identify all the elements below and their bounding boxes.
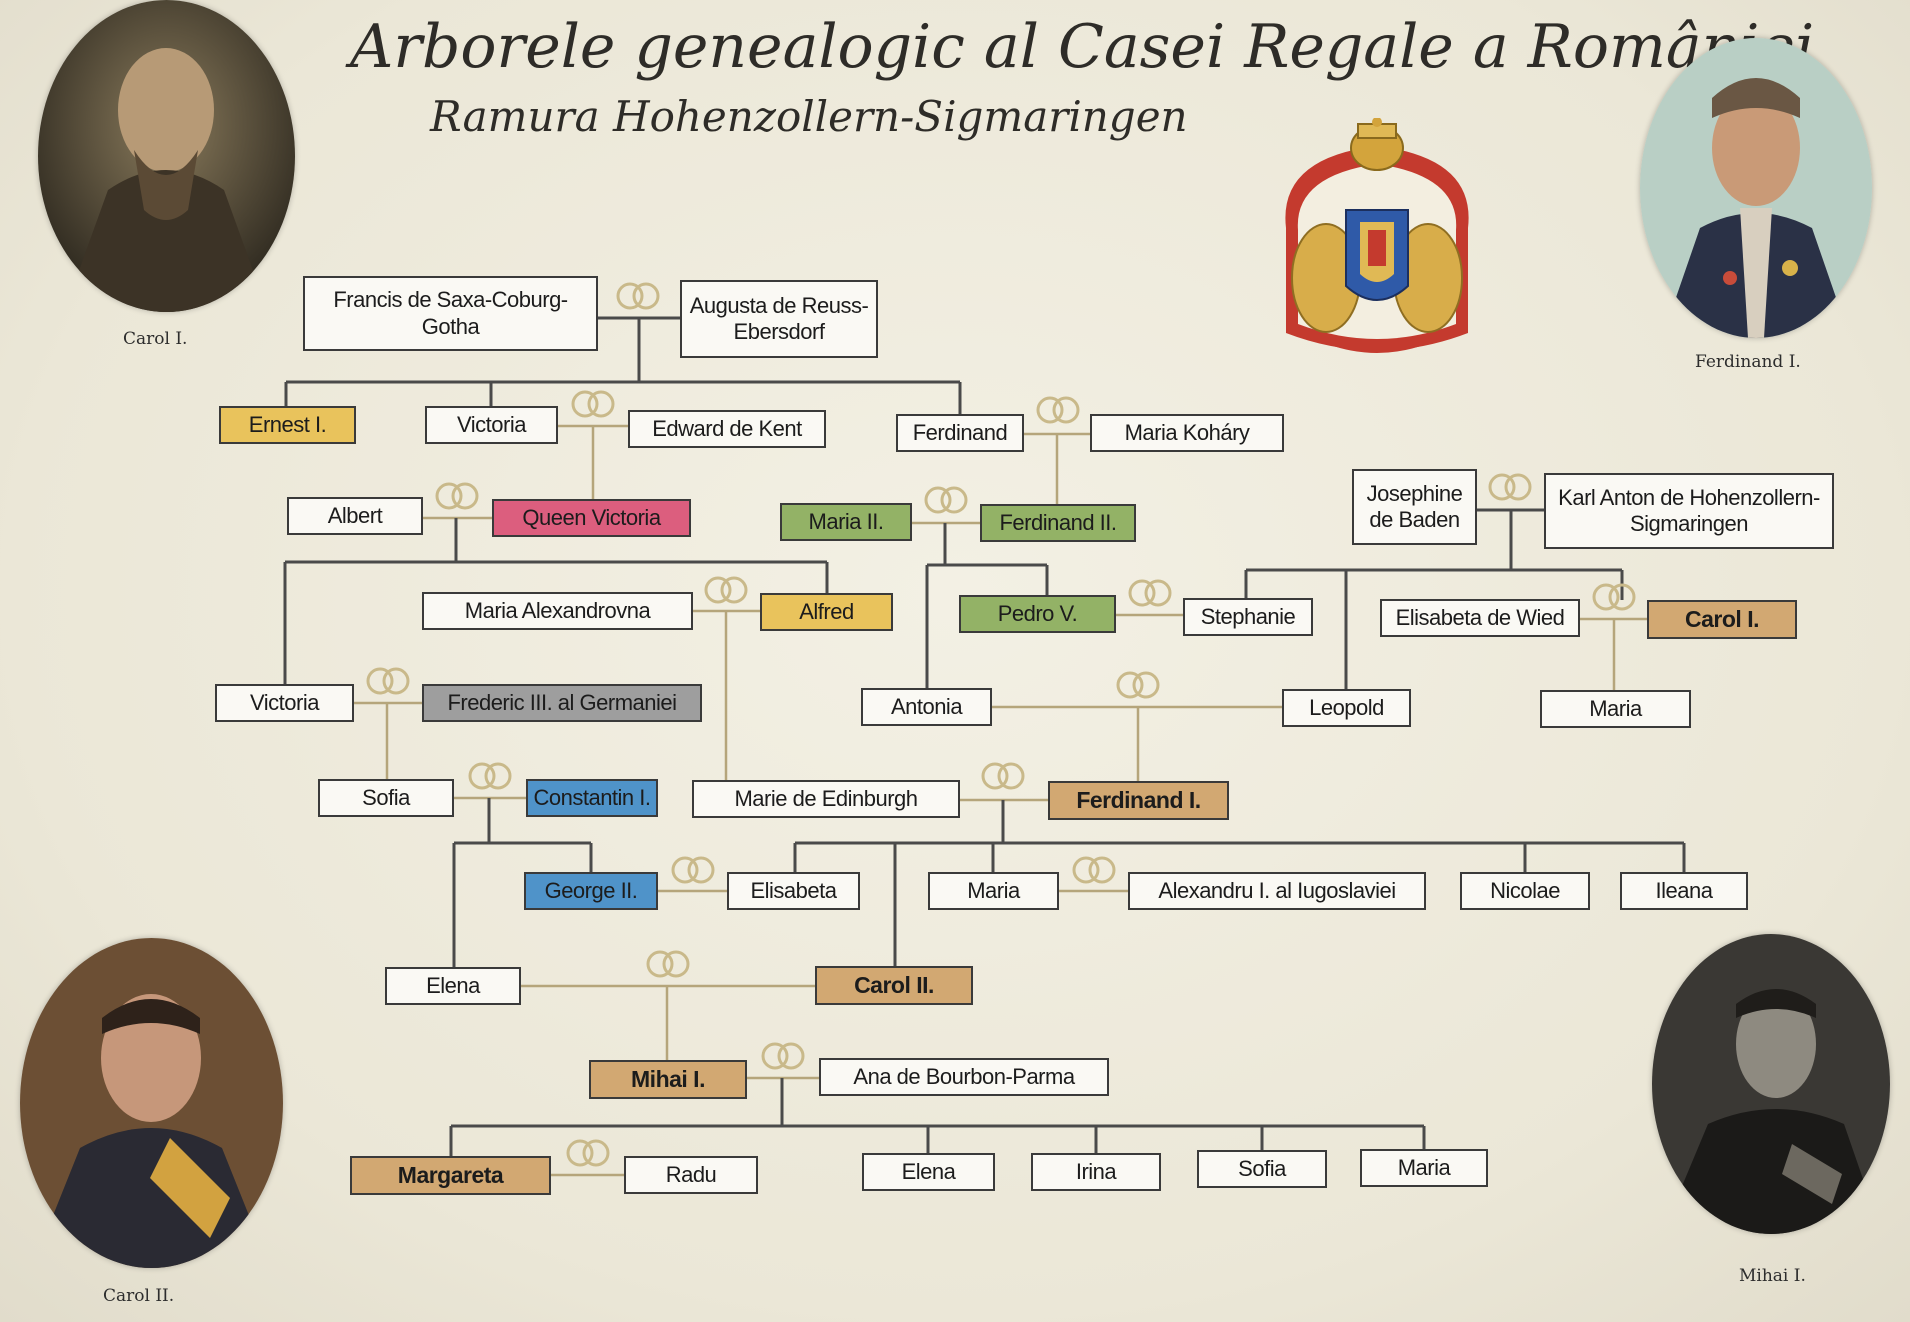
person-ferdinand-sc: Ferdinand <box>896 414 1024 452</box>
person-maria-alexandrovna: Maria Alexandrovna <box>422 592 693 630</box>
person-marie-edinburgh: Marie de Edinburgh <box>692 780 960 818</box>
wedding-rings-icon <box>646 950 690 978</box>
portrait-carol-ii <box>20 938 283 1268</box>
person-elena-mihai: Elena <box>862 1153 995 1191</box>
person-ileana: Ileana <box>1620 872 1748 910</box>
person-victoria-princess: Victoria <box>215 684 354 722</box>
person-elisabeta-wied: Elisabeta de Wied <box>1380 599 1580 637</box>
person-mihai-i: Mihai I. <box>589 1060 747 1099</box>
wedding-rings-icon <box>1128 579 1172 607</box>
wedding-rings-icon <box>1036 396 1080 424</box>
poster-subtitle: Ramura Hohenzollern-Sigmaringen <box>430 92 1188 141</box>
person-elena-greece: Elena <box>385 967 521 1005</box>
caption-carol-ii: Carol II. <box>103 1286 175 1306</box>
person-margareta: Margareta <box>350 1156 551 1195</box>
wedding-rings-icon <box>571 390 615 418</box>
person-maria-carol: Maria <box>1540 690 1691 728</box>
person-carol-ii: Carol II. <box>815 966 973 1005</box>
royal-coat-of-arms-icon <box>1285 118 1469 353</box>
person-ferdinand-ii: Ferdinand II. <box>980 504 1136 542</box>
person-alexandru-i: Alexandru I. al Iugoslaviei <box>1128 872 1426 910</box>
caption-ferdinand-i: Ferdinand I. <box>1695 352 1801 372</box>
person-stephanie: Stephanie <box>1183 598 1313 636</box>
person-leopold: Leopold <box>1282 689 1411 727</box>
person-nicolae: Nicolae <box>1460 872 1590 910</box>
wedding-rings-icon <box>616 282 660 310</box>
poster-title: Arborele genealogic al Casei Regale a Ro… <box>350 12 1815 82</box>
person-queen-victoria: Queen Victoria <box>492 499 691 537</box>
wedding-rings-icon <box>566 1139 610 1167</box>
wedding-rings-icon <box>671 856 715 884</box>
wedding-rings-icon <box>981 762 1025 790</box>
person-victoria-kent: Victoria <box>425 406 558 444</box>
wedding-rings-icon <box>468 762 512 790</box>
person-maria-mihai: Maria <box>1360 1149 1488 1187</box>
wedding-rings-icon <box>366 667 410 695</box>
person-maria-ii: Maria II. <box>780 503 912 541</box>
person-francis: Francis de Saxa-Coburg-Gotha <box>303 276 598 351</box>
person-alfred: Alfred <box>760 593 893 631</box>
person-ana: Ana de Bourbon-Parma <box>819 1058 1109 1096</box>
person-frederic-iii: Frederic III. al Germaniei <box>422 684 702 722</box>
person-albert: Albert <box>287 497 423 535</box>
person-ernest: Ernest I. <box>219 406 356 444</box>
person-sofia-mihai: Sofia <box>1197 1150 1327 1188</box>
portrait-carol-i <box>38 0 295 312</box>
person-augusta: Augusta de Reuss-Ebersdorf <box>680 280 878 358</box>
person-edward: Edward de Kent <box>628 410 826 448</box>
person-maria-kohary: Maria Koháry <box>1090 414 1284 452</box>
wedding-rings-icon <box>1488 473 1532 501</box>
person-radu: Radu <box>624 1156 758 1194</box>
person-carol-i: Carol I. <box>1647 600 1797 639</box>
person-ferdinand-i: Ferdinand I. <box>1048 781 1229 820</box>
portrait-ferdinand-i <box>1640 38 1872 338</box>
caption-carol-i: Carol I. <box>123 329 188 349</box>
wedding-rings-icon <box>704 576 748 604</box>
person-elisabeta: Elisabeta <box>727 872 860 910</box>
person-pedro-v: Pedro V. <box>959 595 1116 633</box>
person-constantin-i: Constantin I. <box>526 779 658 817</box>
person-karl-anton: Karl Anton de Hohenzollern-Sigmaringen <box>1544 473 1834 549</box>
caption-mihai-i: Mihai I. <box>1739 1266 1806 1286</box>
person-sofia-greece: Sofia <box>318 779 454 817</box>
portrait-mihai-i <box>1652 934 1890 1234</box>
person-maria-ferdinand: Maria <box>928 872 1059 910</box>
wedding-rings-icon <box>1072 856 1116 884</box>
wedding-rings-icon <box>435 482 479 510</box>
person-irina: Irina <box>1031 1153 1161 1191</box>
person-george-ii: George II. <box>524 872 658 910</box>
person-antonia: Antonia <box>861 688 992 726</box>
wedding-rings-icon <box>1592 583 1636 611</box>
wedding-rings-icon <box>761 1042 805 1070</box>
wedding-rings-icon <box>1116 671 1160 699</box>
wedding-rings-icon <box>924 486 968 514</box>
person-josephine: Josephine de Baden <box>1352 469 1477 545</box>
